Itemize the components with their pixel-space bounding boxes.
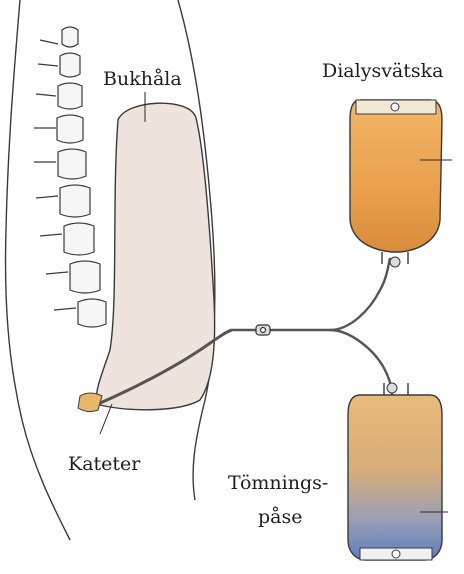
label-dialysis-fluid: Dialysvätska: [322, 62, 444, 81]
drainage-bag: [348, 383, 442, 560]
peritoneal-cavity-shape: [97, 103, 215, 410]
label-drainage-bag-line2: påse: [258, 508, 303, 527]
dialysis-bag: [350, 100, 442, 267]
label-drainage-bag-line1: Tömnings-: [228, 474, 328, 493]
label-peritoneal-cavity: Bukhåla: [103, 70, 182, 89]
tube-connector: [256, 325, 270, 335]
catheter-tip: [78, 393, 102, 412]
label-catheter: Kateter: [68, 455, 140, 474]
spine-illustration: [34, 27, 106, 327]
